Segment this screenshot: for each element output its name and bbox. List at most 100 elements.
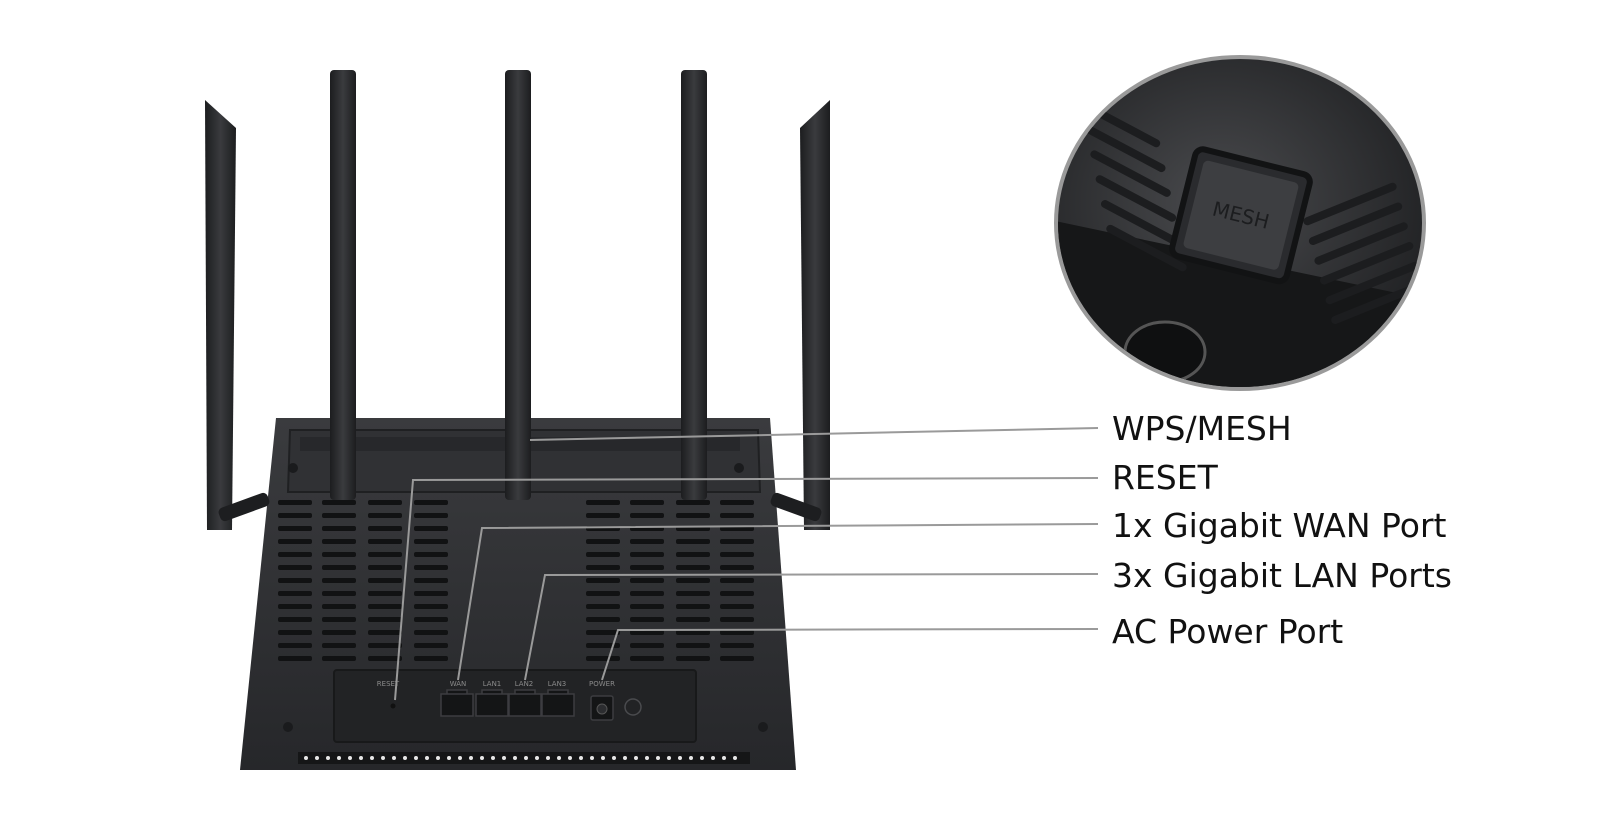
ethernet-ports	[440, 689, 575, 717]
grille-dot	[447, 756, 451, 760]
grille-dot	[304, 756, 308, 760]
vent-slots	[278, 500, 754, 661]
grille-dot	[700, 756, 704, 760]
vent-slot	[278, 513, 312, 518]
inset-rib	[1331, 281, 1422, 324]
vent-slot	[322, 578, 356, 583]
inset-rib	[1085, 125, 1166, 173]
grille-dot	[733, 756, 737, 760]
leader-line-wan	[457, 523, 1099, 681]
grille-dot	[414, 756, 418, 760]
grille-dot	[535, 756, 539, 760]
vent-slot	[322, 513, 356, 518]
grille-dot	[645, 756, 649, 760]
port-label-wan: WAN	[450, 680, 467, 688]
vent-slot	[586, 591, 620, 596]
grille-dot	[579, 756, 583, 760]
vent-slot	[676, 578, 710, 583]
grille-dot	[568, 756, 572, 760]
vent-slot	[586, 552, 620, 557]
vent-slot	[414, 591, 448, 596]
callout-wps-mesh: WPS/MESH	[1112, 409, 1292, 448]
port-label-power: POWER	[589, 680, 615, 688]
vent-slot	[720, 617, 754, 622]
vent-slot	[720, 500, 754, 505]
grille-dot	[524, 756, 528, 760]
inset-rib	[1095, 175, 1177, 222]
vent-slot	[676, 591, 710, 596]
screw-icon	[288, 463, 298, 473]
grille-dot	[557, 756, 561, 760]
vent-slot	[630, 565, 664, 570]
vent-slot	[322, 539, 356, 544]
vent-slot	[278, 552, 312, 557]
vent-slot	[414, 552, 448, 557]
vent-slot	[414, 539, 448, 544]
vent-slot	[368, 604, 402, 609]
grille-dot	[436, 756, 440, 760]
antenna-4	[681, 70, 707, 500]
grille-dot	[425, 756, 429, 760]
vent-slot	[414, 500, 448, 505]
vent-slot	[414, 578, 448, 583]
vent-slot	[586, 578, 620, 583]
vent-slot	[368, 578, 402, 583]
vent-slot	[586, 539, 620, 544]
vent-slot	[414, 526, 448, 531]
wan-port	[440, 689, 474, 717]
vent-slot	[368, 552, 402, 557]
vent-slot	[630, 552, 664, 557]
leader-lines	[394, 427, 1099, 701]
vent-slot	[414, 604, 448, 609]
grille-dot	[458, 756, 462, 760]
antennas	[205, 70, 830, 530]
vent-slot	[720, 578, 754, 583]
vent-slot	[368, 630, 402, 635]
vent-slot	[586, 565, 620, 570]
grille-dot	[403, 756, 407, 760]
power-jack	[596, 703, 608, 715]
vent-slot	[278, 500, 312, 505]
grille-dot	[601, 756, 605, 760]
inset-rib	[1314, 222, 1408, 265]
grille-dot	[711, 756, 715, 760]
vent-slot	[630, 539, 664, 544]
screw-icon	[734, 463, 744, 473]
vent-slot	[586, 656, 620, 661]
inset-rib	[1106, 224, 1187, 272]
grille-dot	[678, 756, 682, 760]
vent-slot	[630, 591, 664, 596]
leader-line-power	[601, 628, 1099, 681]
vent-slot	[368, 565, 402, 570]
mesh-button: MESH	[1169, 146, 1313, 285]
vent-slot	[676, 565, 710, 570]
vent-slot	[630, 643, 664, 648]
power-button	[624, 698, 642, 716]
grille-dot	[667, 756, 671, 760]
vent-slot	[368, 513, 402, 518]
reset-pinhole	[390, 703, 396, 709]
vent-slot	[278, 591, 312, 596]
vent-slot	[586, 643, 620, 648]
vent-slot	[676, 604, 710, 609]
vent-slot	[586, 604, 620, 609]
grille-dot	[326, 756, 330, 760]
vent-slot	[676, 656, 710, 661]
vent-slot	[676, 552, 710, 557]
vent-slot	[720, 630, 754, 635]
vent-slot	[720, 643, 754, 648]
leader-line-lan	[524, 573, 1099, 681]
port-label-lan1: LAN1	[483, 680, 502, 688]
vent-slot	[278, 617, 312, 622]
callout-lan: 3x Gigabit LAN Ports	[1112, 556, 1452, 595]
callout-labels: WPS/MESH RESET 1x Gigabit WAN Port 3x Gi…	[1112, 409, 1452, 651]
screw-icon	[283, 722, 293, 732]
vent-slot	[322, 565, 356, 570]
vent-slot	[278, 578, 312, 583]
vent-slot	[630, 500, 664, 505]
leader-line-reset	[394, 477, 1099, 701]
vent-slot	[322, 604, 356, 609]
grille-dot	[722, 756, 726, 760]
